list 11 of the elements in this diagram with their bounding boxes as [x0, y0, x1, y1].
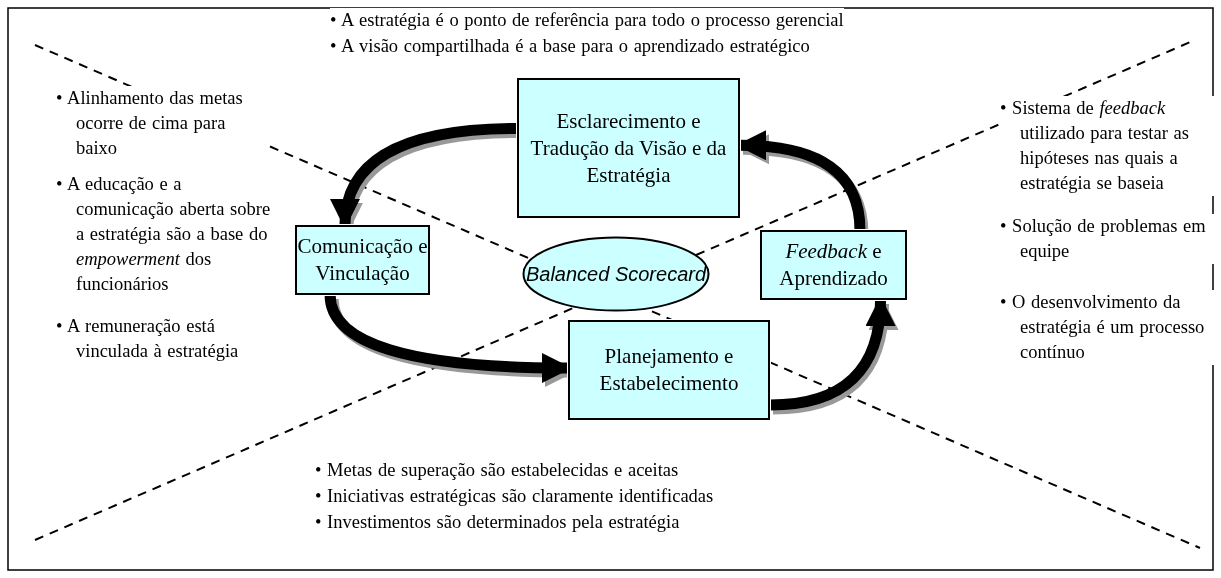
node-text: Esclarecimento e Tradução da Visão e da Estratégia: [529, 107, 728, 189]
node-text: Comunicação e Vinculação: [297, 233, 428, 287]
process-box: [295, 225, 430, 295]
bullet-text: • A estratégia é o ponto de referência para todo o processo gerencial: [330, 8, 844, 33]
center-ellipse: [522, 236, 710, 312]
node-text: Planejamento e Estabelecimento: [598, 343, 740, 397]
node-text: Feedback e Aprendizado: [778, 238, 889, 292]
process-box: [517, 78, 740, 218]
process-box: [568, 320, 770, 420]
process-box: [760, 230, 907, 300]
node-text: Balanced Scorecard: [525, 262, 707, 286]
